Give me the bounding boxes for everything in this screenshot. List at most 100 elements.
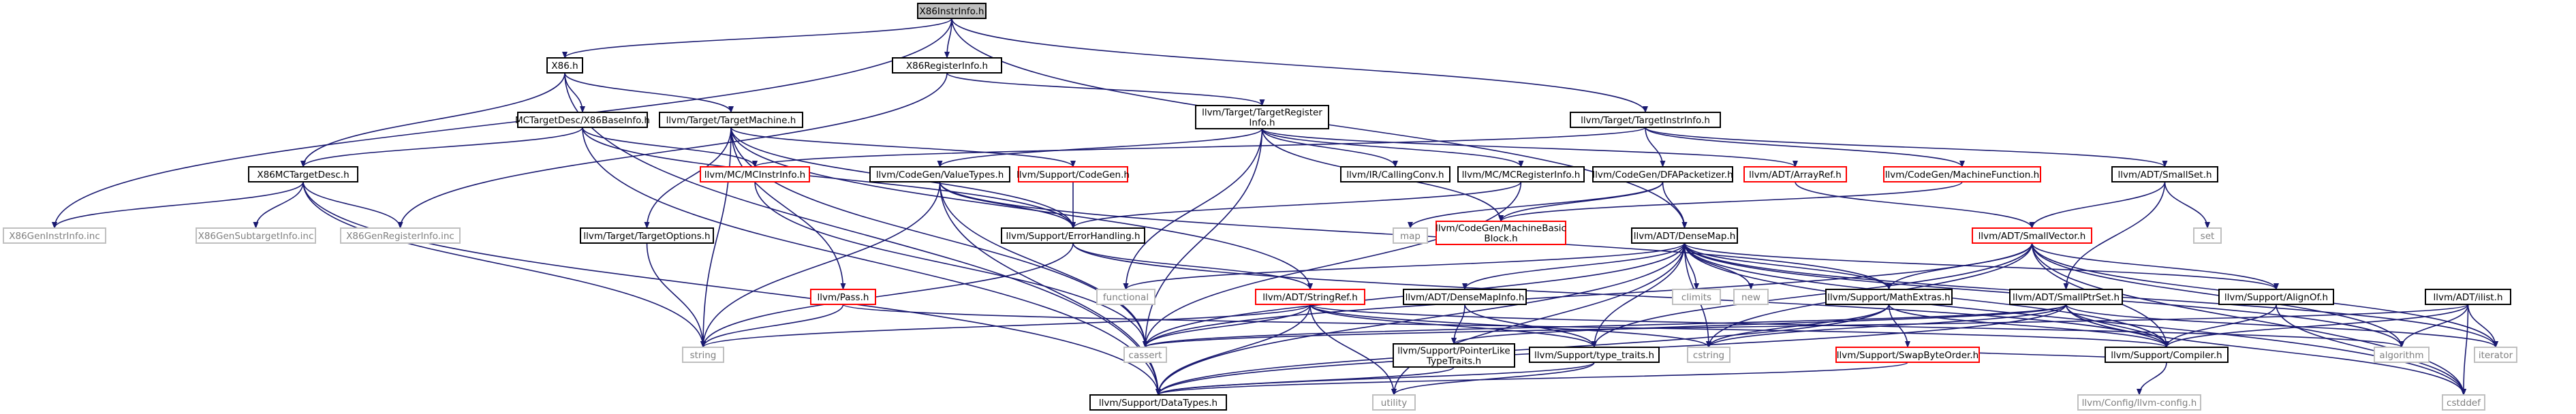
node-llvm-adt-ilist-h[interactable]: llvm/ADT/ilist.h — [2425, 289, 2511, 305]
node-llvm-codegen-valuetypes-h[interactable]: llvm/CodeGen/ValueTypes.h — [869, 166, 1010, 182]
node-label: utility — [1381, 398, 1407, 409]
edge-tm-to-stringref — [730, 127, 1313, 290]
node-box — [659, 112, 803, 128]
edge-densemapinfo-to-typetraits — [1464, 304, 1597, 348]
node-label: llvm/CodeGen/MachineFunction.h — [1885, 170, 2039, 180]
node-mctargetdesc-x86baseinfo-h[interactable]: MCTargetDesc/X86BaseInfo.h — [515, 112, 650, 128]
edge-tri-to-valuetypes — [937, 128, 1263, 168]
node-llvm-support-datatypes-h[interactable]: llvm/Support/DataTypes.h — [1089, 394, 1227, 411]
node-llvm-adt-smallvector-h[interactable]: llvm/ADT/SmallVector.h — [1972, 227, 2092, 244]
node-box — [248, 166, 358, 182]
node-label: iterator — [2479, 350, 2513, 361]
node-llvm-adt-densemap-h[interactable]: llvm/ADT/DenseMap.h — [1631, 227, 1738, 244]
node-llvm-mc-mcregisterinfo-h[interactable]: llvm/MC/MCRegisterInfo.h — [1457, 166, 1585, 182]
node-label: llvm/Config/llvm-config.h — [2082, 398, 2197, 409]
node-label: llvm/Support/Compiler.h — [2111, 350, 2222, 361]
edge-x86mctd-to-datatypes — [302, 181, 1161, 396]
edge-smallset-to-smallptrset — [2063, 181, 2166, 290]
edge-smallptrset-to-compiler — [2065, 304, 2169, 348]
edge-tii-to-mcinstr — [752, 127, 1646, 168]
node-label: llvm/MC/MCInstrInfo.h — [704, 170, 805, 180]
edge-tii-to-smallset — [1645, 127, 2168, 168]
node-x86-h[interactable]: X86.h — [546, 57, 583, 74]
node-llvm-target-targetinstrinfo-h[interactable]: llvm/Target/TargetInstrInfo.h — [1570, 112, 1721, 128]
node-x86registerinfo-h[interactable]: X86RegisterInfo.h — [892, 57, 1002, 74]
node-label: llvm/ADT/SmallVector.h — [1978, 231, 2086, 242]
node-label: MCTargetDesc/X86BaseInfo.h — [515, 115, 650, 126]
edge-stringref-to-algorithm — [1309, 304, 2404, 348]
edge-tii-to-mf — [1645, 127, 1965, 168]
node-cstring: cstring — [1687, 347, 1731, 363]
node-box — [1733, 289, 1769, 305]
node-label: llvm/IR/CallingConv.h — [1346, 170, 1444, 180]
node-box — [1001, 227, 1145, 244]
node-label: cstddef — [2447, 398, 2481, 409]
node-llvm-adt-smallptrset-h[interactable]: llvm/ADT/SmallPtrSet.h — [2009, 289, 2123, 305]
node-llvm-support-codegen-h[interactable]: llvm/Support/CodeGen.h — [1017, 166, 1130, 182]
node-llvm-support-errorhandling-h[interactable]: llvm/Support/ErrorHandling.h — [1001, 227, 1145, 244]
node-llvm-adt-stringref-h[interactable]: llvm/ADT/StringRef.h — [1255, 289, 1365, 305]
node-label: llvm/CodeGen/MachineBasic — [1436, 223, 1566, 234]
node-box — [1089, 394, 1227, 411]
node-label: algorithm — [2379, 350, 2423, 361]
node-llvm-support-compiler-h[interactable]: llvm/Support/Compiler.h — [2105, 347, 2229, 363]
node-utility: utility — [1372, 394, 1416, 411]
node-label: llvm/ADT/ArrayRef.h — [1749, 170, 1842, 180]
edge-tri-to-cassert — [1143, 128, 1263, 348]
node-llvm-adt-smallset-h[interactable]: llvm/ADT/SmallSet.h — [2111, 166, 2218, 182]
node-llvm-codegen-dfapacketizer-h[interactable]: llvm/CodeGen/DFAPacketizer.h — [1592, 166, 1733, 182]
edge-tri-to-arrayref — [1261, 128, 1798, 168]
node-llvm-support-alignof-h[interactable]: llvm/Support/AlignOf.h — [2218, 289, 2334, 305]
node-box — [1123, 347, 1167, 363]
edge-stringref-to-string — [700, 304, 1311, 348]
edge-tm-to-string — [700, 127, 732, 348]
edge-targetopts-to-string — [646, 242, 706, 348]
node-label: X86MCTargetDesc.h — [257, 170, 349, 180]
node-label: X86.h — [551, 61, 578, 71]
node-llvm-target-targetmachine-h[interactable]: llvm/Target/TargetMachine.h — [659, 112, 803, 128]
node-box — [682, 347, 724, 363]
node-llvm-support-swapbyteorder-h[interactable]: llvm/Support/SwapByteOrder.h — [1835, 347, 1980, 363]
edge-typetraits-to-utility — [1391, 362, 1595, 396]
edge-ilist-to-cassert — [1143, 304, 2469, 348]
edge-mcinstr-to-cassert — [754, 181, 1148, 348]
node-x86mctargetdesc-h[interactable]: X86MCTargetDesc.h — [248, 166, 358, 182]
node-box — [1672, 289, 1721, 305]
node-cstddef: cstddef — [2442, 394, 2485, 411]
node-x86instrinfo-h[interactable]: X86InstrInfo.h — [917, 3, 987, 19]
node-box — [1403, 289, 1527, 305]
node-box — [810, 289, 876, 305]
edge-smallvector-to-algorithm — [2031, 242, 2404, 348]
edge-errorhandling-to-stringref — [1072, 242, 1313, 290]
node-box — [2193, 227, 2222, 244]
node-label: llvm/Target/TargetRegister — [1202, 108, 1322, 118]
edge-x86h-to-tm — [564, 72, 734, 113]
node-llvm-ir-callingconv-h[interactable]: llvm/IR/CallingConv.h — [1340, 166, 1450, 182]
node-string: string — [682, 347, 724, 363]
node-box — [546, 57, 583, 74]
edge-mctdx86-to-x86mctd — [300, 127, 583, 168]
node-box — [1631, 227, 1738, 244]
node-llvm-adt-arrayref-h[interactable]: llvm/ADT/ArrayRef.h — [1743, 166, 1847, 182]
node-llvm-support-type-traits-h[interactable]: llvm/Support/type_traits.h — [1529, 347, 1660, 363]
edge-tri-to-callconv — [1261, 128, 1398, 168]
edge-dfap-to-mbb — [1498, 181, 1664, 222]
node-llvm-mc-mcinstrinfo-h[interactable]: llvm/MC/MCInstrInfo.h — [700, 166, 810, 182]
node-box — [1195, 105, 1329, 129]
node-label: llvm/Support/PointerLike — [1397, 346, 1510, 357]
node-llvm-target-targetoptions-h[interactable]: llvm/Target/TargetOptions.h — [580, 227, 714, 244]
node-llvm-support-mathextras-h[interactable]: llvm/Support/MathExtras.h — [1825, 289, 1953, 305]
node-box — [917, 3, 987, 19]
node-llvm-pass-h[interactable]: llvm/Pass.h — [810, 289, 876, 305]
node-box — [700, 166, 810, 182]
edge-densemap-to-alignof — [1683, 242, 2279, 290]
edge-root-to-geninstr — [52, 18, 952, 229]
node-llvm-codegen-machinefunction-h[interactable]: llvm/CodeGen/MachineFunction.h — [1883, 166, 2041, 182]
node-label: climits — [1681, 292, 1711, 303]
node-llvm-adt-densemapinfo-h[interactable]: llvm/ADT/DenseMapInfo.h — [1403, 289, 1527, 305]
